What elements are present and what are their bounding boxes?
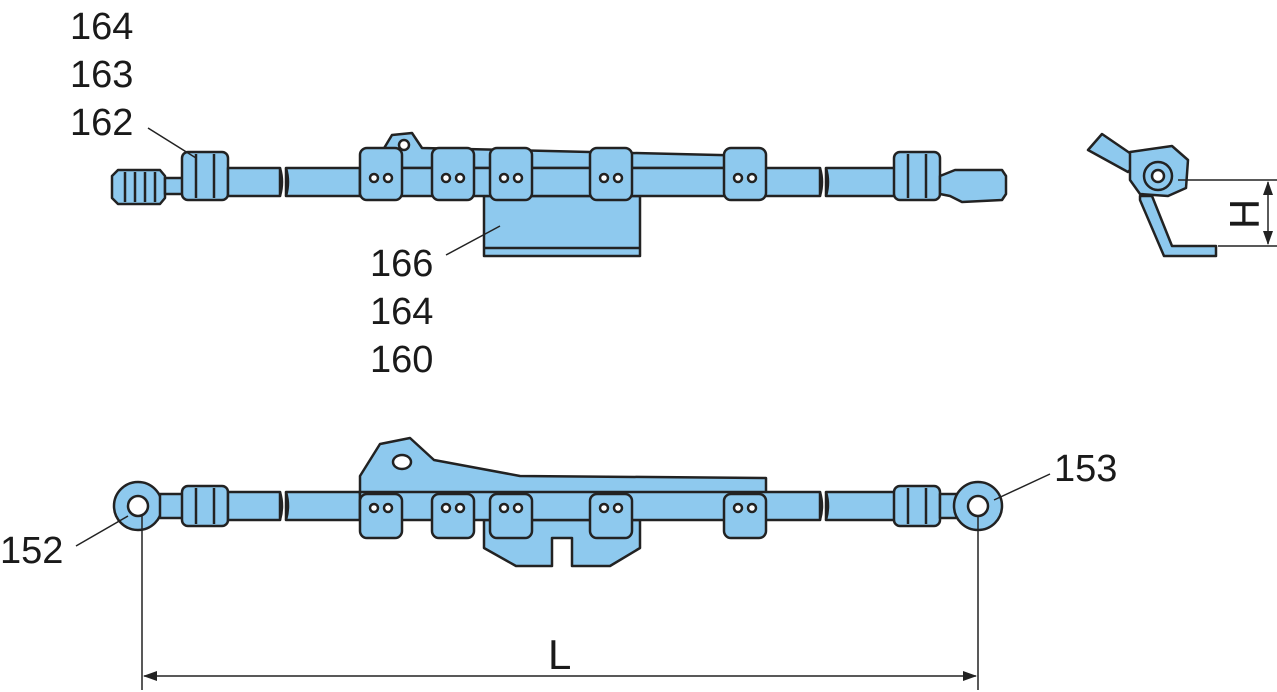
label-top-middle-1: 166 — [370, 243, 434, 285]
link-lug — [358, 436, 768, 496]
bottom-view-assembly — [112, 436, 1004, 568]
label-bottom-right: 153 — [1054, 448, 1118, 490]
dimension-length-label: L — [548, 631, 572, 678]
clamp-group — [358, 146, 768, 202]
right-clamp — [892, 150, 942, 202]
leader-lines-top — [147, 127, 501, 256]
leader-lines-bottom — [75, 473, 1051, 547]
dimension-height-label: H — [1221, 198, 1269, 230]
left-end-fitting — [110, 168, 167, 206]
left-clamp — [180, 150, 230, 202]
height-dimension — [1178, 179, 1277, 247]
right-end-fitting — [938, 168, 1008, 204]
label-top-left-3: 162 — [70, 102, 134, 144]
label-top-middle-3: 160 — [370, 339, 434, 381]
label-top-left-1: 164 — [70, 6, 134, 48]
top-view-assembly — [110, 131, 1008, 258]
label-top-middle-2: 164 — [370, 291, 434, 333]
label-bottom-left: 152 — [0, 530, 64, 572]
bar-segment — [226, 166, 282, 198]
label-top-left-2: 163 — [70, 54, 134, 96]
length-dimension — [141, 516, 979, 690]
side-view — [1086, 132, 1218, 258]
